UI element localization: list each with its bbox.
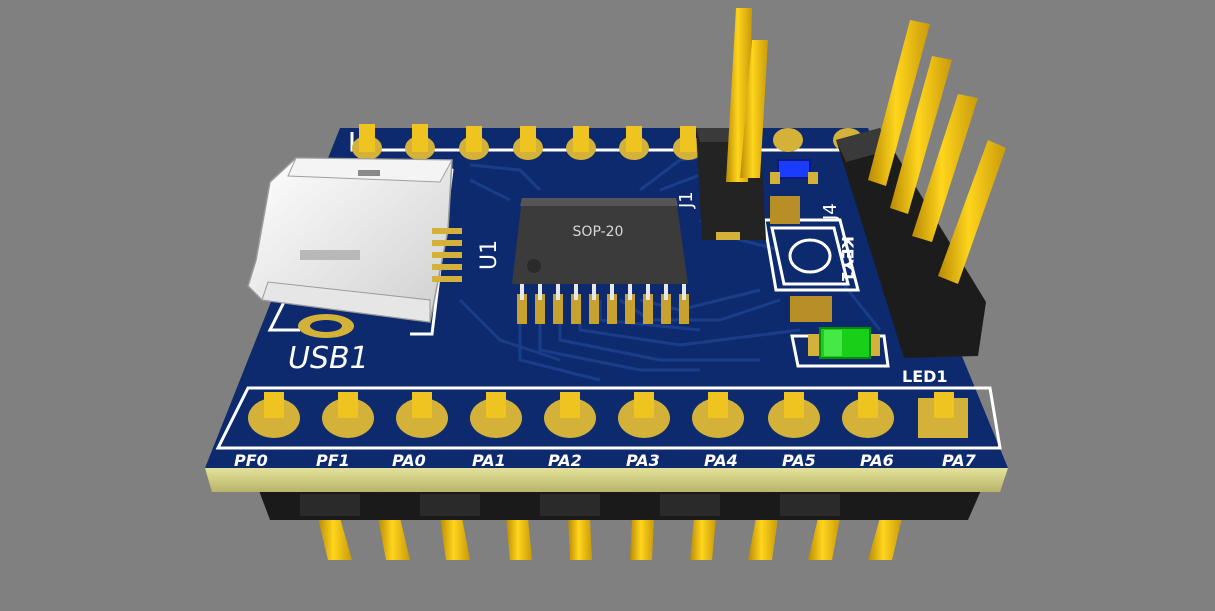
blue-smd-led bbox=[777, 159, 811, 179]
pin-label: PA3 bbox=[626, 451, 660, 470]
chip-designator: U1 bbox=[477, 240, 502, 270]
bottom-pin-row bbox=[248, 392, 968, 438]
top-pad-row bbox=[352, 124, 863, 160]
pcb-edge bbox=[205, 468, 1008, 492]
j1-header bbox=[696, 8, 768, 240]
j4-header bbox=[836, 20, 1006, 358]
pin-label: PA5 bbox=[782, 451, 816, 470]
tactile-key bbox=[770, 196, 850, 322]
pin-label: PF0 bbox=[234, 451, 268, 470]
green-smd-led bbox=[808, 327, 880, 359]
usb-designator: USB1 bbox=[288, 341, 369, 376]
bottom-pin-legs bbox=[318, 518, 902, 560]
pin-labels: PF0 PF1 PA0 PA1 PA2 PA3 PA4 PA5 PA6 PA7 bbox=[234, 451, 977, 470]
bottom-header-plastic bbox=[258, 488, 982, 520]
usb-connector bbox=[247, 157, 462, 323]
key-designator: KEY1 bbox=[838, 236, 857, 282]
chip-label: SOP-20 bbox=[573, 224, 624, 240]
pin-label: PF1 bbox=[316, 451, 350, 470]
pin-label: PA0 bbox=[392, 451, 426, 470]
pin-label: PA2 bbox=[548, 451, 582, 470]
pin-label: PA7 bbox=[942, 451, 977, 470]
led-designator: LED1 bbox=[902, 367, 948, 386]
copper-traces bbox=[458, 153, 882, 382]
pin-label: PA4 bbox=[704, 451, 738, 470]
j4-designator: J4 bbox=[820, 203, 841, 221]
sop20-chip: SOP-20 bbox=[512, 198, 689, 324]
pin-label: PA1 bbox=[472, 451, 506, 470]
pin-label: PA6 bbox=[860, 451, 894, 470]
j1-designator: J1 bbox=[676, 191, 697, 209]
